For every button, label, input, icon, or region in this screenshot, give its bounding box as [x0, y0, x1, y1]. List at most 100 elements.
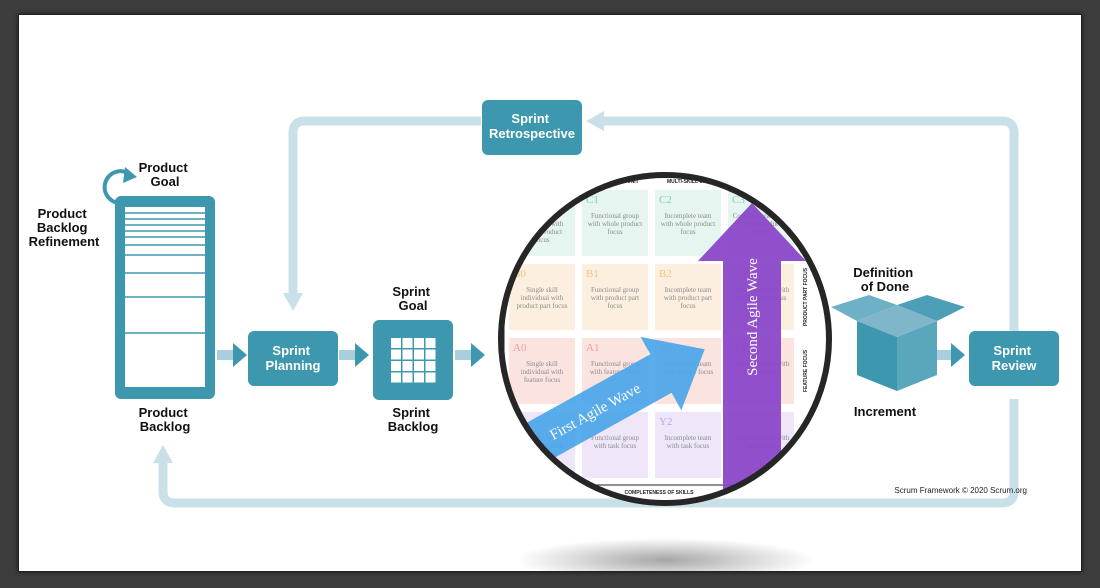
matrix-cell-text-line: with product part: [664, 294, 712, 302]
sprint-planning-label: Sprint Planning: [266, 343, 321, 373]
matrix-cell-text-line: with product part: [591, 294, 639, 302]
flow-arrow-3: [455, 350, 471, 360]
product-goal-line: Goal: [151, 174, 180, 189]
matrix-cell-text-line: individual with: [521, 368, 564, 376]
refinement-cycle-arrowhead: [123, 167, 137, 183]
matrix-cell-code: B2: [659, 268, 672, 280]
flow-arrow-1: [217, 350, 233, 360]
matrix-cell: [509, 190, 575, 256]
first-wave-shape: [503, 336, 705, 475]
second-agile-wave-arrow: Second Agile Wave: [698, 203, 806, 499]
copyright-credit: Scrum Framework © 2020 Scrum.org: [894, 486, 1027, 495]
flow-arrow-2-head: [355, 343, 369, 367]
sprint-goal-label: Sprint Goal: [392, 284, 433, 313]
matrix-cell-text-line: with whole product: [661, 220, 715, 228]
matrix-cell: [655, 412, 721, 478]
matrix-cell-text-line: Functional group: [591, 212, 640, 220]
matrix-x-axis-label: COMPLETENESS OF SKILLS: [625, 490, 695, 496]
refinement-label: Product Backlog Refinement: [29, 206, 100, 249]
flow-arrow-1-head: [233, 343, 247, 367]
matrix-cell-text-line: feature focus: [524, 376, 561, 384]
sprint-backlog-cell: [414, 349, 424, 360]
flow-arrow-2: [339, 350, 355, 360]
sprint-backlog-line: Sprint: [392, 405, 430, 420]
planning-arrowhead: [283, 293, 303, 311]
second-wave-label: Second Agile Wave: [745, 258, 761, 376]
sprint-retrospective-line: Sprint: [511, 111, 549, 126]
matrix-cell-code: B1: [586, 268, 599, 280]
col-header-multiskill: MULTI-SKILL UNIT: [667, 179, 711, 185]
flow-arrow-3-head: [471, 343, 485, 367]
matrix-cell-code: C1: [586, 194, 599, 206]
loop-track-bottom: [158, 399, 1019, 508]
matrix-cell-text-line: focus: [607, 228, 622, 236]
sprint-review-label: Sprint Review: [992, 343, 1038, 373]
sprint-backlog-cell: [391, 361, 401, 371]
matrix-cell: [509, 264, 575, 330]
row-label-feature: FEATURE FOCUS: [803, 349, 809, 392]
loop-track: [604, 116, 1019, 331]
sprint-retrospective-box: [482, 100, 582, 155]
sprint-goal-line: Goal: [399, 298, 428, 313]
flow-arrow-4-head: [951, 343, 965, 367]
lens-content: FUNCTIONAL UNIT MULTI-SKILL UNIT COMPLET…: [503, 179, 819, 499]
matrix-cell-text-line: Incomplete team: [665, 434, 712, 442]
matrix-cell-text-line: with feature focus: [590, 368, 641, 376]
matrix-cell-text-line: with whole product: [588, 220, 642, 228]
sprint-backlog-line: Backlog: [388, 419, 439, 434]
sprint-backlog-label: Sprint Backlog: [388, 405, 439, 434]
sprint-planning-line: Planning: [266, 358, 321, 373]
sprint-backlog-cell: [414, 361, 424, 371]
sprint-backlog-grid: [391, 338, 436, 383]
matrix-cell: [582, 190, 648, 256]
matrix-cell-text-line: focus: [680, 302, 695, 310]
product-backlog-label: Product Backlog: [139, 405, 192, 434]
sprint-retrospective-label: Sprint Retrospective: [489, 111, 575, 141]
sprint-backlog-cell: [425, 372, 436, 383]
sprint-goal-line: Sprint: [392, 284, 430, 299]
row-label-product-part: PRODUCT PART FOCUS: [803, 267, 809, 326]
scrum-diagram: Product Goal Product Backlog Refinement …: [29, 100, 1059, 571]
matrix-cell: [582, 264, 648, 330]
product-goal-label: Product Goal: [139, 160, 192, 189]
matrix-cell-text-line: individual with: [521, 294, 564, 302]
matrix-cell: [509, 338, 575, 404]
matrix-cell-text-line: with task focus: [667, 442, 710, 450]
refinement-line: Product: [38, 206, 88, 221]
sprint-review-box: [969, 331, 1059, 386]
sprint-retrospective-line: Retrospective: [489, 126, 575, 141]
product-goal-line: Product: [139, 160, 189, 175]
sprint-backlog-cell: [425, 349, 436, 360]
lens-shadow: [515, 538, 815, 571]
matrix-cell-code: A0: [513, 342, 527, 354]
loop-track-left: [288, 116, 481, 293]
matrix-cell-text-line: Single skill: [526, 286, 558, 294]
refinement-cycle-icon: [102, 169, 133, 206]
sprint-backlog-cell: [414, 372, 424, 383]
slide-frame: Product Goal Product Backlog Refinement …: [18, 14, 1082, 572]
matrix-cell-text-line: focus: [534, 236, 549, 244]
product-backlog-line: Backlog: [140, 419, 191, 434]
backlog-arrowhead: [153, 445, 173, 463]
sprint-backlog-cell: [402, 349, 413, 360]
product-backlog-items: [125, 207, 205, 387]
sprint-planning-box: [248, 331, 338, 386]
magnifier-lens-rim: [498, 172, 832, 506]
matrix-cell-text-line: Incomplete team: [665, 212, 712, 220]
sprint-backlog-cell: [414, 338, 424, 348]
sprint-backlog-cell: [425, 338, 436, 348]
matrix-cell-text-line: Functional group: [591, 434, 640, 442]
sprint-backlog-cell: [391, 372, 401, 383]
sprint-backlog-box: [373, 320, 453, 400]
matrix-cell-text-line: Functional group: [591, 360, 640, 368]
matrix-cell-code: C2: [659, 194, 672, 206]
definition-of-done-line: of Done: [861, 279, 909, 294]
